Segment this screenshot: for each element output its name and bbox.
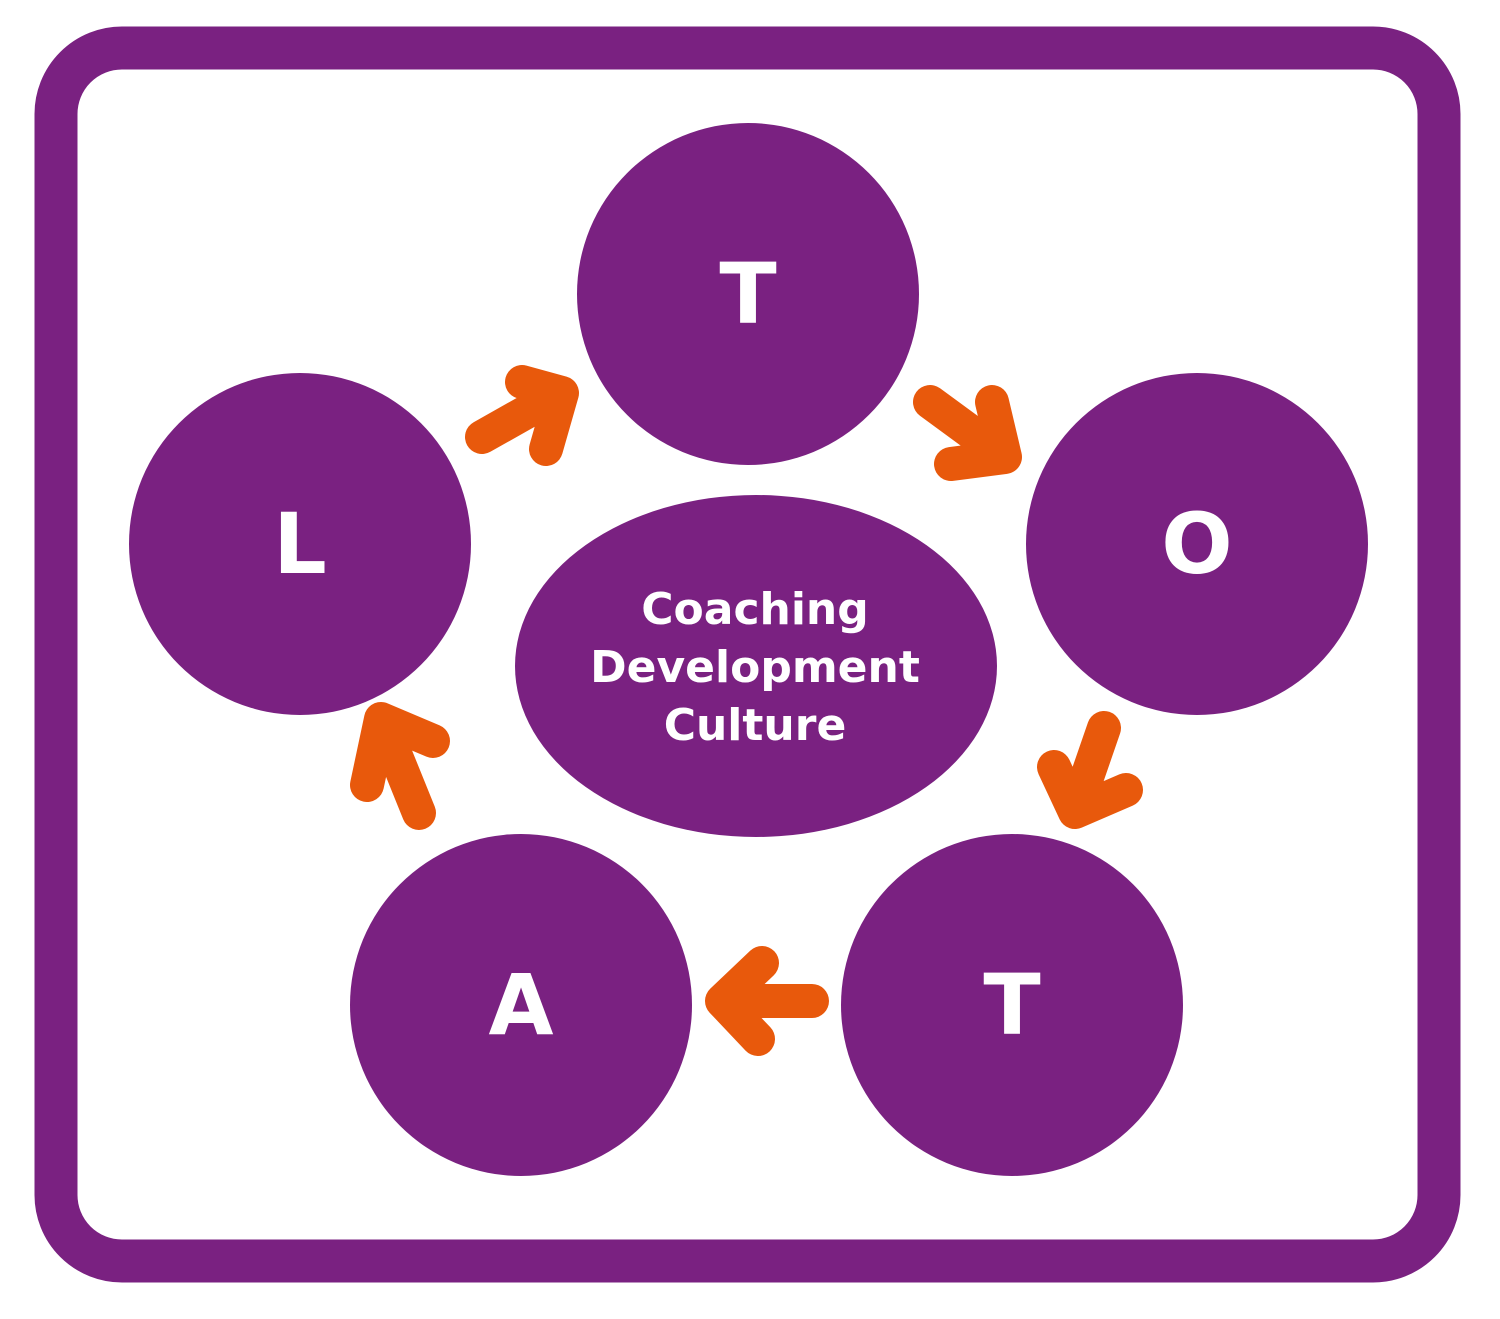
node-t-bottom-circle <box>841 834 1183 1176</box>
node-t-top-circle <box>577 123 919 465</box>
node-o-circle <box>1026 373 1368 715</box>
arrow-a-to-l-icon <box>350 702 450 830</box>
arrow-o-to-t-icon <box>1037 711 1143 829</box>
node-l: L <box>129 373 471 715</box>
node-a-circle <box>350 834 692 1176</box>
arrow-l-to-t-icon <box>465 365 579 466</box>
arrow-t-to-o-icon <box>913 385 1022 481</box>
node-l-circle <box>129 373 471 715</box>
node-l-letter: L <box>273 495 327 593</box>
center-line-2: Development <box>590 642 920 693</box>
center-ellipse <box>515 495 997 837</box>
node-t-top-letter: T <box>719 245 776 343</box>
node-a: A <box>350 834 692 1176</box>
node-t-top: T <box>577 123 919 465</box>
node-a-letter: A <box>488 956 553 1054</box>
center-line-1: Coaching <box>641 584 869 635</box>
node-t-bottom-letter: T <box>983 956 1040 1054</box>
node-t-bottom: T <box>841 834 1183 1176</box>
node-o: O <box>1026 373 1368 715</box>
node-o-letter: O <box>1161 495 1232 593</box>
center-node: Coaching Development Culture <box>515 495 997 837</box>
center-line-3: Culture <box>664 700 847 751</box>
outer-frame <box>34 26 1461 1283</box>
arrow-t-to-a-icon <box>705 946 829 1056</box>
